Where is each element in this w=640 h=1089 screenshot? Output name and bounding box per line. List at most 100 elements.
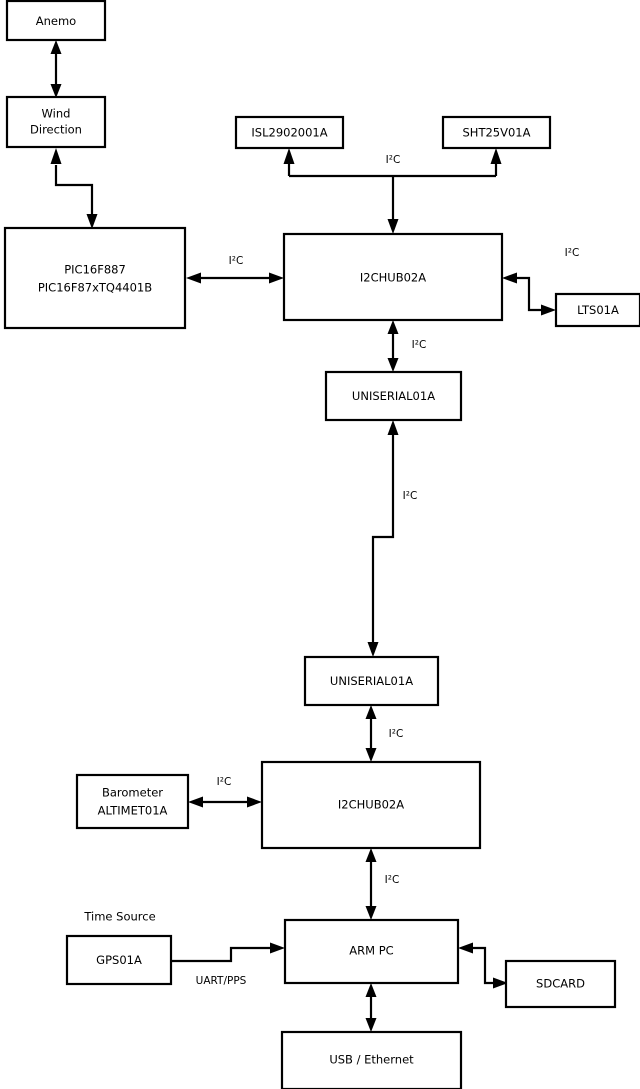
node-box bbox=[234, 115, 345, 150]
arrow-head-down bbox=[365, 748, 377, 762]
node-box bbox=[441, 115, 552, 150]
connector-pic-i2chub-top bbox=[186, 272, 284, 284]
node-label: SHT25V01A bbox=[463, 126, 531, 140]
arrow-head-up bbox=[50, 148, 62, 164]
node-label-line2: ALTIMET01A bbox=[98, 804, 168, 818]
arrow-head-down bbox=[367, 642, 379, 657]
connector-uniserial-bottom-i2chub-bottom bbox=[365, 705, 377, 762]
edge-label-i2c-hub2-armpc: I²C bbox=[385, 874, 400, 886]
node-label-line2: PIC16F87xTQ4401B bbox=[38, 281, 152, 295]
connector-i2chub-top-sensor-bus bbox=[283, 148, 502, 234]
node-lts01a[interactable]: LTS01A bbox=[554, 292, 640, 328]
node-box bbox=[75, 773, 190, 830]
node-box bbox=[283, 918, 460, 985]
node-box bbox=[260, 760, 482, 850]
node-box bbox=[3, 226, 187, 330]
node-label: ISL2902001A bbox=[251, 126, 327, 140]
node-box bbox=[280, 1030, 463, 1089]
edge-label-i2c-top-bus: I²C bbox=[386, 154, 401, 166]
arrow-head-right bbox=[247, 796, 262, 808]
node-anemo[interactable]: Anemo bbox=[5, 0, 107, 42]
node-sdcard[interactable]: SDCARD bbox=[504, 959, 617, 1009]
connector-uniserial-top-uniserial-bottom bbox=[367, 420, 399, 657]
node-box bbox=[5, 0, 107, 42]
connector-pic-wind-direction bbox=[50, 148, 98, 229]
node-label-line1: Barometer bbox=[102, 786, 163, 800]
node-usb-ethernet[interactable]: USB / Ethernet bbox=[280, 1030, 463, 1089]
node-label: Anemo bbox=[36, 14, 76, 28]
arrow-head-up bbox=[365, 848, 377, 862]
node-label-line2: Direction bbox=[30, 123, 82, 137]
node-pic16f887[interactable]: PIC16F887 PIC16F87xTQ4401B bbox=[3, 226, 187, 330]
arrow-head-up bbox=[387, 320, 399, 334]
connector-i2chub-top-uniserial-top bbox=[387, 320, 399, 372]
connector-line bbox=[371, 432, 395, 645]
arrow-head-right bbox=[270, 942, 285, 954]
edge-label-i2c-hub-lts: I²C bbox=[565, 247, 580, 259]
edge-label-i2c-pic-hub: I²C bbox=[229, 255, 244, 267]
node-label-line1: PIC16F887 bbox=[64, 263, 126, 277]
edge-label-i2c-uniserial-link: I²C bbox=[403, 490, 418, 502]
node-box bbox=[554, 292, 640, 328]
connector-line bbox=[171, 946, 273, 963]
arrow-head-down bbox=[50, 84, 62, 98]
node-gps01a[interactable]: GPS01A bbox=[65, 934, 173, 986]
node-arm-pc[interactable]: ARM PC bbox=[283, 918, 460, 985]
arrow-head-right bbox=[493, 977, 508, 989]
node-i2chub02a-top[interactable]: I2CHUB02A bbox=[282, 232, 504, 322]
arrow-head-down bbox=[365, 906, 377, 920]
arrow-head-left bbox=[502, 272, 517, 284]
arrow-head-right bbox=[541, 304, 556, 316]
node-box bbox=[65, 934, 173, 986]
arrow-head-down bbox=[365, 1018, 377, 1032]
connector-i2chub-bottom-armpc bbox=[365, 848, 377, 920]
node-wind-direction[interactable]: Wind Direction bbox=[5, 95, 107, 149]
node-uniserial01a-bottom[interactable]: UNISERIAL01A bbox=[303, 655, 440, 707]
connector-armpc-sdcard bbox=[458, 942, 508, 989]
edge-label-i2c-uniserial-hub2: I²C bbox=[389, 728, 404, 740]
connector-anemo-wind-direction bbox=[50, 40, 62, 98]
node-label: SDCARD bbox=[536, 977, 585, 991]
arrow-head-up bbox=[50, 40, 62, 54]
node-label: LTS01A bbox=[577, 303, 619, 317]
node-i2chub02a-bottom[interactable]: I2CHUB02A bbox=[260, 760, 482, 850]
arrow-head-down-hub bbox=[387, 219, 399, 234]
label-time-source: Time Source bbox=[83, 910, 155, 924]
arrow-head-left bbox=[458, 942, 473, 954]
node-box bbox=[303, 655, 440, 707]
node-barometer-altimet01a[interactable]: Barometer ALTIMET01A bbox=[75, 773, 190, 830]
arrow-head-up bbox=[387, 420, 399, 435]
connector-gps-armpc bbox=[171, 942, 285, 963]
arrow-head-left bbox=[188, 796, 203, 808]
arrow-head-down bbox=[387, 358, 399, 372]
connector-armpc-usb-ethernet bbox=[365, 983, 377, 1032]
arrow-head-up bbox=[365, 983, 377, 997]
connector-line bbox=[54, 165, 94, 219]
node-label: I2CHUB02A bbox=[338, 798, 404, 812]
arrow-head-up-sht bbox=[490, 148, 502, 164]
node-box bbox=[504, 959, 617, 1009]
node-uniserial01a-top[interactable]: UNISERIAL01A bbox=[324, 370, 463, 422]
node-label: USB / Ethernet bbox=[329, 1053, 414, 1067]
arrow-head-up bbox=[365, 705, 377, 719]
arrow-head-right bbox=[269, 272, 284, 284]
arrow-head-left bbox=[186, 272, 201, 284]
edge-label-uart-pps: UART/PPS bbox=[196, 975, 247, 987]
node-box bbox=[324, 370, 463, 422]
connector-i2chub-top-lts01a bbox=[502, 272, 556, 316]
node-box bbox=[282, 232, 504, 322]
node-isl2902001a[interactable]: ISL2902001A bbox=[234, 115, 345, 150]
arrow-head-up-isl bbox=[283, 148, 295, 164]
node-label: I2CHUB02A bbox=[360, 271, 426, 285]
edge-label-i2c-barometer-hub2: I²C bbox=[217, 776, 232, 788]
node-box bbox=[5, 95, 107, 149]
node-label-line1: Wind bbox=[42, 107, 71, 121]
node-label: GPS01A bbox=[96, 953, 142, 967]
connector-barometer-i2chub-bottom bbox=[188, 796, 262, 808]
connector-line bbox=[516, 276, 544, 312]
node-sht25v01a[interactable]: SHT25V01A bbox=[441, 115, 552, 150]
arrow-head-down bbox=[86, 214, 98, 229]
node-label: UNISERIAL01A bbox=[352, 389, 435, 403]
